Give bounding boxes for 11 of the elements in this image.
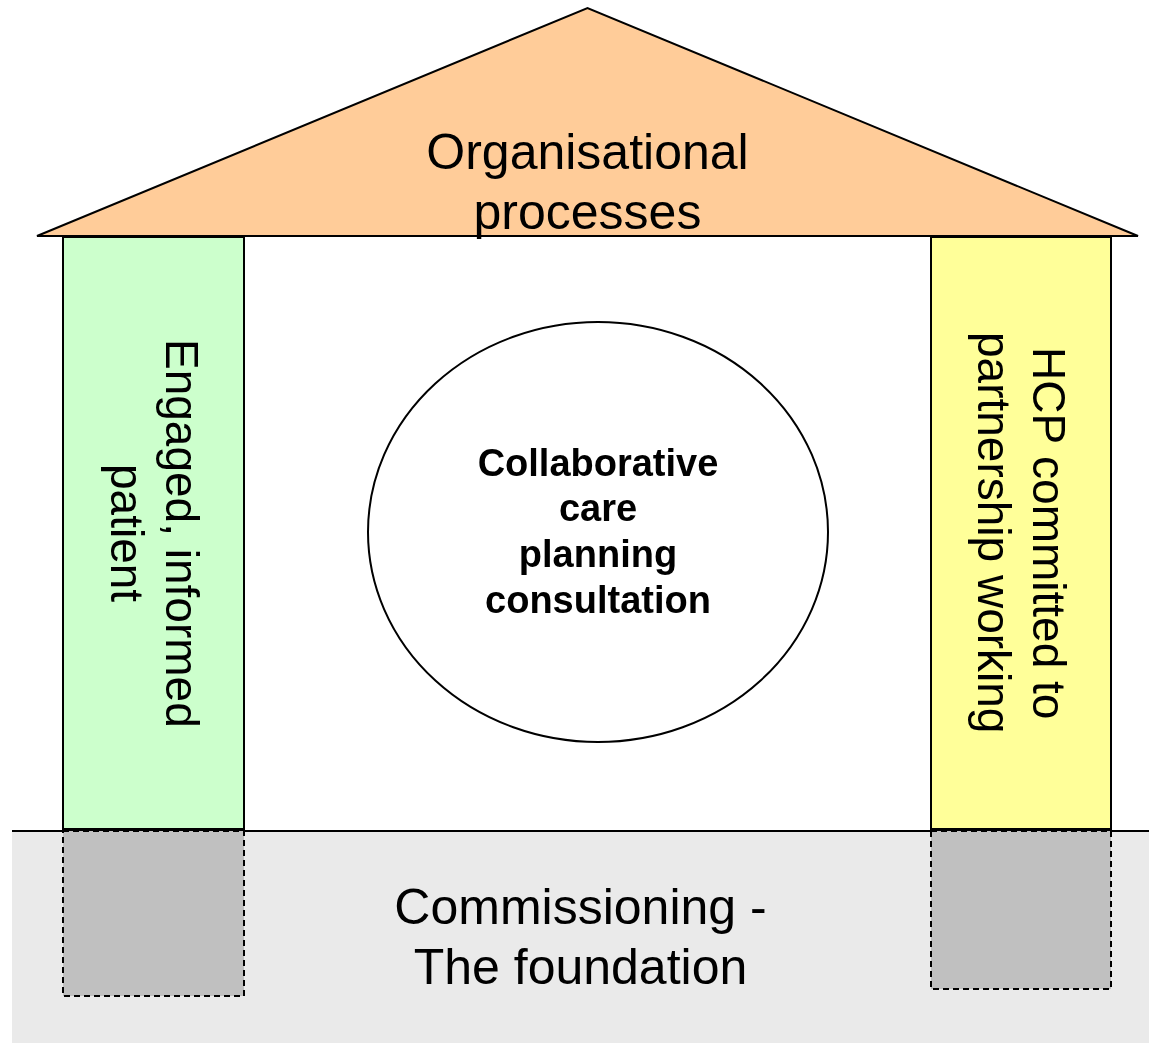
pillar <box>930 236 1112 830</box>
foundation-band <box>12 830 1149 1043</box>
pillar-label: HCP committed to partnership working <box>967 331 1077 736</box>
consultation-label: Collaborative care planning consultation <box>477 440 719 623</box>
footing-block <box>930 830 1112 990</box>
roof-label: Organisational processes <box>425 123 750 242</box>
consultation-circle <box>368 322 828 742</box>
foundation-label: Commissioning - The foundation <box>393 877 768 997</box>
pillar-label: Engaged, informed patient <box>99 337 209 730</box>
footing-block <box>62 830 245 997</box>
pillar <box>62 236 245 830</box>
